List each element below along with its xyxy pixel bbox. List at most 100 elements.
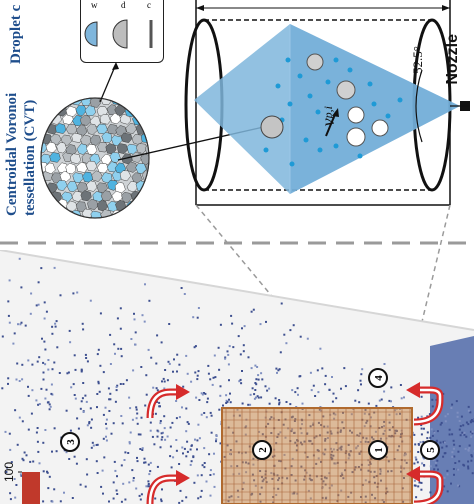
region-marker-4: 4 [368, 368, 388, 388]
particle [6, 466, 8, 469]
particle [135, 406, 138, 409]
particle [419, 441, 422, 444]
particle [324, 374, 327, 377]
particle [136, 460, 139, 463]
particle [51, 500, 54, 503]
particle [114, 352, 116, 355]
particle [443, 485, 446, 488]
particle [259, 323, 262, 326]
particle [175, 439, 178, 441]
particle [105, 427, 108, 430]
particle [8, 321, 11, 324]
particle [134, 343, 136, 346]
particle [20, 286, 23, 289]
spray-dot [289, 161, 295, 167]
particle [16, 362, 19, 365]
particle [137, 433, 140, 436]
region-marker-3: 3 [60, 432, 80, 452]
particle [357, 389, 360, 392]
droplet-wet-icon [84, 21, 98, 47]
particle [139, 448, 142, 450]
flow-arrow-top-left [146, 384, 190, 419]
particle [102, 371, 105, 374]
particle [76, 417, 79, 420]
particle [296, 387, 299, 390]
particle [309, 371, 312, 374]
particle [432, 459, 435, 461]
particle [203, 392, 205, 394]
particle [429, 436, 432, 439]
particle [240, 382, 243, 385]
droplet-sphere-a [306, 53, 324, 71]
particle [155, 387, 158, 390]
particle [225, 399, 228, 402]
particle [109, 363, 112, 365]
droplet-white-a [347, 106, 365, 124]
particle [298, 375, 301, 378]
particle [189, 448, 192, 451]
particle [79, 407, 82, 410]
particle [228, 379, 230, 382]
particle [115, 386, 118, 388]
voronoi-cell [56, 180, 68, 191]
particle [86, 424, 89, 427]
particle [446, 413, 449, 416]
particle [403, 396, 405, 399]
particle [444, 415, 447, 418]
particle [289, 403, 292, 406]
particle [70, 386, 73, 389]
particle [47, 368, 50, 371]
particle [458, 420, 461, 422]
particle [242, 350, 245, 353]
particle [215, 440, 217, 443]
voronoi-cell [109, 152, 121, 163]
particle [453, 443, 456, 446]
particle [68, 458, 71, 460]
particle [36, 427, 39, 429]
particle [310, 389, 313, 392]
particle [206, 397, 209, 400]
particle [226, 350, 229, 353]
particle [7, 314, 10, 317]
particle [154, 497, 157, 500]
particle [1, 335, 4, 338]
particle [102, 413, 105, 416]
particle [196, 439, 199, 442]
particle [414, 456, 417, 459]
particle [72, 383, 75, 386]
particle [413, 433, 416, 436]
particle [331, 400, 334, 403]
particle [163, 415, 166, 418]
particle [414, 443, 417, 446]
particle [47, 487, 50, 490]
particle [289, 329, 292, 332]
particle [359, 379, 362, 382]
particle [53, 488, 56, 491]
particle [227, 363, 230, 366]
particle [452, 447, 455, 450]
particle [132, 369, 135, 372]
particle [43, 301, 46, 304]
particle [428, 413, 431, 416]
particle [32, 460, 35, 463]
particle [21, 378, 24, 381]
particle [285, 342, 288, 345]
particle [457, 468, 460, 471]
particle [72, 292, 75, 295]
flow-arrow-bottom-right [406, 466, 444, 504]
particle [133, 312, 135, 315]
particle [294, 391, 297, 394]
particle [190, 380, 193, 383]
particle [420, 395, 423, 398]
particle [147, 463, 150, 466]
particle [68, 329, 71, 332]
particle [471, 472, 474, 475]
particle [249, 403, 252, 406]
voronoi-cell [50, 133, 62, 145]
particle [242, 344, 245, 347]
particle [417, 443, 420, 446]
particle [441, 446, 444, 449]
particle [422, 427, 425, 430]
particle [456, 415, 459, 418]
particle [156, 389, 159, 392]
